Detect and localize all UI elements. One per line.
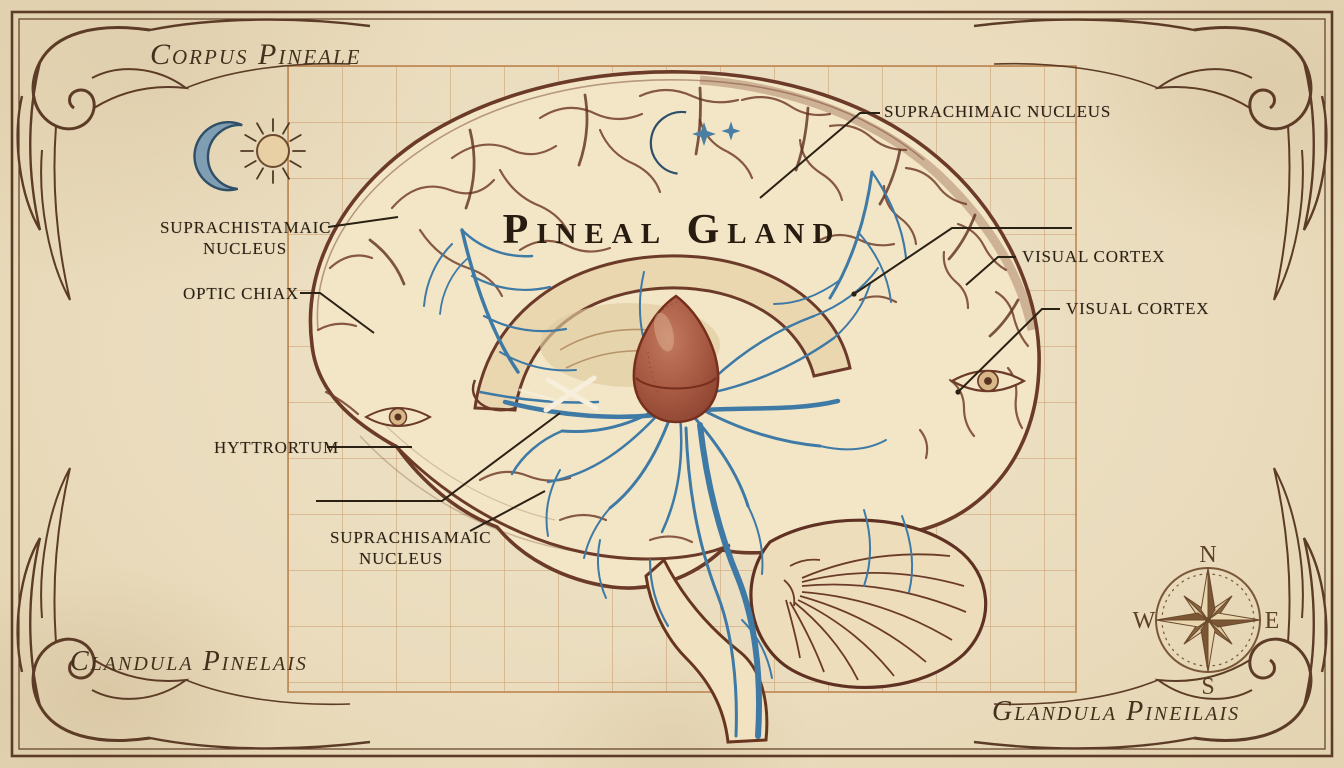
label-suprachistamaic-nucleus: SUPRACHISTAMAIC NUCLEUS: [160, 218, 332, 258]
compass-n: N: [1199, 542, 1216, 568]
sun-icon: [240, 118, 306, 184]
nerve-network: [423, 170, 914, 739]
caption-glandula-pineilais: Glandula Pineilais: [992, 696, 1241, 727]
brain-illustration: [308, 70, 1041, 744]
sulci: [368, 86, 1020, 338]
pineal-gland: [632, 294, 720, 424]
page-title: Pineal Gland: [502, 207, 842, 253]
label-hyttrortum: HYTTRORTUM: [214, 438, 340, 457]
cerebellum: [749, 518, 988, 690]
right-eye-icon: [949, 369, 1027, 393]
compass-rose-icon: N E S W: [1133, 542, 1280, 700]
compass-w: W: [1133, 608, 1156, 634]
left-eye-icon: [363, 407, 433, 427]
label-suprachimaic-nucleus: SUPRACHIMAIC NUCLEUS: [884, 102, 1112, 121]
moon-icon: [193, 120, 243, 192]
label-optic-chiax: OPTIC CHIAX: [183, 284, 299, 303]
compass-e: E: [1265, 608, 1280, 634]
caption-clandula-pinelais: Clandula Pinelais: [70, 646, 308, 677]
white-matter-flash: [518, 375, 599, 413]
caption-corpus-pineale: Corpus Pineale: [150, 38, 362, 71]
label-visual-cortex-2: VISUAL CORTEX: [1066, 299, 1210, 318]
compass-s: S: [1201, 674, 1214, 700]
leader-lines: [300, 112, 1072, 532]
crescent-stars-icon: [649, 110, 741, 175]
label-visual-cortex-1: VISUAL CORTEX: [1022, 247, 1166, 266]
label-suprachisamaic-nucleus: SUPRACHISAMAIC NUCLEUS: [330, 528, 492, 568]
ornamental-frame: [10, 10, 1334, 758]
